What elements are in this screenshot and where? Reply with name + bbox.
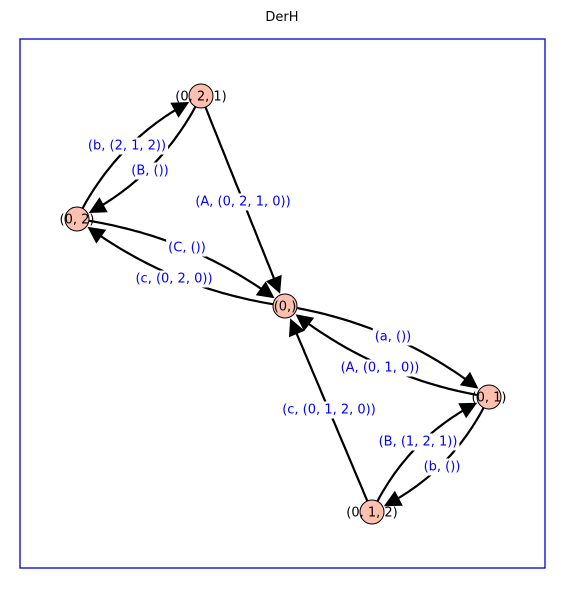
edge-label-background bbox=[338, 359, 422, 377]
node-label: (0, 2, 1) bbox=[175, 90, 227, 105]
arrowhead-n01-to-n012 bbox=[383, 490, 403, 507]
edge-labels-layer: (b, (2, 1, 2)) (B, ()) (A, (0, 2, 1, 0)) (C… bbox=[85, 137, 463, 476]
edge-label-background bbox=[166, 239, 208, 257]
node-circle bbox=[476, 384, 502, 410]
arrowhead-n012-to-n0 bbox=[289, 318, 305, 338]
node-n021: (0, 2, 1) bbox=[175, 83, 227, 109]
node-n0: (0,) bbox=[272, 293, 298, 319]
edge-label-group: (c, (0, 2, 0)) bbox=[133, 270, 215, 288]
edge-n02-to-n021 bbox=[81, 108, 177, 209]
edge-label: (A, (0, 2, 1, 0)) bbox=[195, 195, 290, 210]
node-circle bbox=[272, 293, 298, 319]
edge-label: (B, (1, 2, 1)) bbox=[379, 435, 458, 450]
edge-label-background bbox=[129, 162, 171, 180]
edge-label-background bbox=[372, 328, 414, 346]
edge-label: (b, (2, 1, 2)) bbox=[88, 139, 166, 154]
arrowhead-n02-to-n0 bbox=[255, 281, 275, 299]
edge-label-background bbox=[133, 270, 215, 288]
node-label: (0, 1) bbox=[472, 391, 507, 406]
arrowhead-n0-to-n02 bbox=[87, 226, 107, 244]
node-circle bbox=[188, 83, 214, 109]
arrowhead-n0-to-n01 bbox=[459, 371, 479, 389]
arrowhead-n012-to-n01 bbox=[458, 402, 478, 419]
edge-label-group: (b, ()) bbox=[421, 458, 463, 476]
edge-label: (b, ()) bbox=[424, 460, 461, 475]
node-circle bbox=[359, 499, 385, 525]
edge-label-group: (B, (1, 2, 1)) bbox=[376, 433, 460, 451]
edge-label-background bbox=[193, 193, 293, 211]
node-n02: (0, 2) bbox=[60, 206, 95, 232]
edge-label-background bbox=[376, 433, 460, 451]
edge-label: (c, (0, 1, 2, 0)) bbox=[282, 403, 376, 418]
edge-label: (a, ()) bbox=[375, 330, 412, 345]
edge-label-group: (b, (2, 1, 2)) bbox=[85, 137, 169, 155]
arrowhead-n01-to-n0 bbox=[295, 314, 315, 332]
node-label: (0,) bbox=[274, 300, 297, 315]
node-label: (0, 2) bbox=[60, 213, 95, 228]
edge-label: (C, ()) bbox=[168, 241, 206, 256]
node-label: (0, 1, 2) bbox=[346, 506, 398, 521]
arrowhead-n02-to-n021 bbox=[170, 102, 190, 118]
edge-label-group: (C, ()) bbox=[166, 239, 208, 257]
edge-n021-to-n02 bbox=[101, 106, 197, 207]
plot-frame bbox=[19, 38, 546, 569]
edge-label-background bbox=[280, 401, 378, 419]
edge-label-group: (c, (0, 1, 2, 0)) bbox=[280, 401, 378, 419]
diagram-title: DerH bbox=[265, 10, 298, 25]
edge-label: (B, ()) bbox=[131, 164, 168, 179]
edge-label-group: (A, (0, 2, 1, 0)) bbox=[193, 193, 293, 211]
node-n012: (0, 1, 2) bbox=[346, 499, 398, 525]
edge-label: (A, (0, 1, 0)) bbox=[341, 361, 420, 376]
edge-label: (c, (0, 2, 0)) bbox=[135, 272, 212, 287]
edge-n021-to-n0 bbox=[204, 106, 276, 280]
arrowhead-n021-to-n0 bbox=[265, 274, 282, 294]
edge-label-group: (A, (0, 1, 0)) bbox=[338, 359, 422, 377]
node-n01: (0, 1) bbox=[472, 384, 507, 410]
arrowhead-n021-to-n02 bbox=[88, 197, 108, 213]
edge-label-group: (B, ()) bbox=[129, 162, 171, 180]
node-circle bbox=[64, 206, 90, 232]
edge-label-group: (a, ()) bbox=[372, 328, 414, 346]
edge-label-background bbox=[421, 458, 463, 476]
edge-label-background bbox=[85, 137, 169, 155]
nodes-layer: (0, 2, 1) (0, 2) (0,) (0, 1) (0, 1, 2) bbox=[60, 83, 507, 525]
